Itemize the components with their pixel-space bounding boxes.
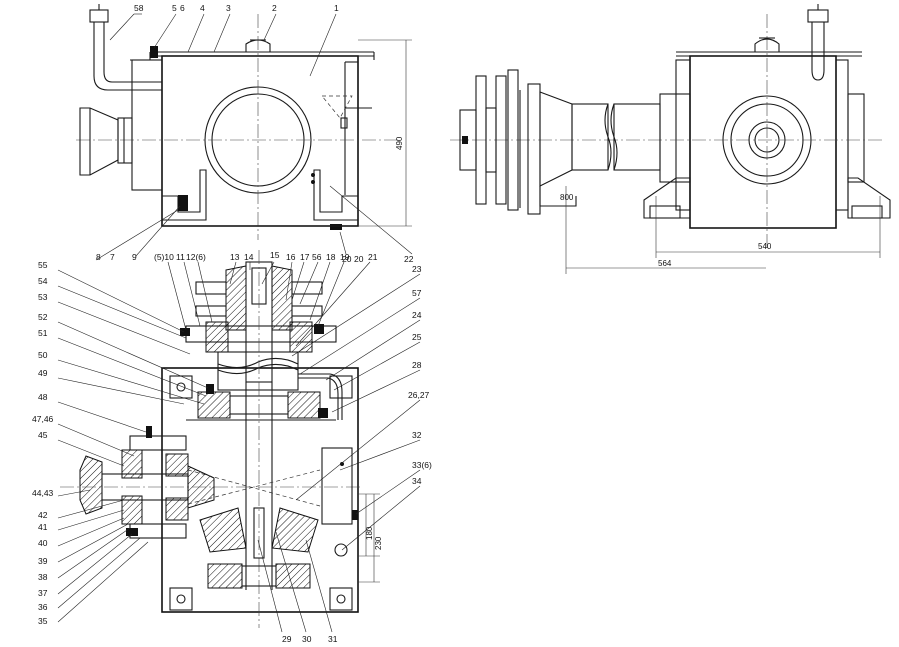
label-8: 8 [96, 252, 101, 262]
label-57: 57 [412, 288, 422, 298]
dim-564: 564 [658, 259, 672, 268]
label-16: 16 [286, 252, 296, 262]
label-58: 58 [134, 3, 144, 13]
label-7: 7 [110, 252, 115, 262]
label-49: 49 [38, 368, 48, 378]
label-23: 23 [412, 264, 422, 274]
dim-540: 540 [758, 242, 772, 251]
label-35: 35 [38, 616, 48, 626]
label-15: 15 [270, 250, 280, 260]
label-6: 6 [180, 3, 185, 13]
label-25: 25 [412, 332, 422, 342]
label-20b: 20 [354, 254, 364, 264]
label-40: 40 [38, 538, 48, 548]
label-56: 56 [312, 252, 322, 262]
section-view: 180 230 [32, 250, 432, 644]
dim-800: 800 [560, 193, 574, 202]
label-48: 48 [38, 392, 48, 402]
label-5: 5 [172, 3, 177, 13]
label-37: 37 [38, 588, 48, 598]
label-5-10: (5)10 [154, 252, 174, 262]
label-11: 11 [176, 252, 185, 262]
label-36: 36 [38, 602, 48, 612]
label-22: 22 [404, 254, 414, 264]
label-1: 1 [334, 3, 339, 13]
label-45: 45 [38, 430, 48, 440]
label-34: 34 [412, 476, 422, 486]
label-12-6: 12(6) [186, 252, 206, 262]
label-14: 14 [244, 252, 254, 262]
label-53: 53 [38, 292, 48, 302]
front-view: 490 58 5 6 4 3 2 1 8 7 9 20 22 [76, 3, 414, 264]
label-50: 50 [38, 350, 48, 360]
label-54: 54 [38, 276, 48, 286]
label-24: 24 [412, 310, 422, 320]
label-33-6: 33(6) [412, 460, 432, 470]
dim-180: 180 [365, 526, 374, 540]
label-51: 51 [38, 328, 48, 338]
label-47-46: 47,46 [32, 414, 54, 424]
label-52: 52 [38, 312, 48, 322]
label-17: 17 [300, 252, 310, 262]
label-4: 4 [200, 3, 205, 13]
label-13: 13 [230, 252, 240, 262]
label-38: 38 [38, 572, 48, 582]
label-2: 2 [272, 3, 277, 13]
label-30: 30 [302, 634, 312, 644]
side-view: 800 540 564 [450, 4, 891, 274]
label-44-43: 44,43 [32, 488, 54, 498]
label-29: 29 [282, 634, 292, 644]
dim-490: 490 [395, 136, 404, 150]
label-19: 19 [340, 252, 350, 262]
label-26-27: 26,27 [408, 390, 430, 400]
label-32: 32 [412, 430, 422, 440]
label-20: 20 [342, 254, 352, 264]
label-39: 39 [38, 556, 48, 566]
label-55: 55 [38, 260, 48, 270]
label-28: 28 [412, 360, 422, 370]
dim-230: 230 [374, 536, 383, 550]
label-31: 31 [328, 634, 338, 644]
label-41: 41 [38, 522, 48, 532]
label-9: 9 [132, 252, 137, 262]
label-18: 18 [326, 252, 336, 262]
label-42: 42 [38, 510, 48, 520]
label-3: 3 [226, 3, 231, 13]
label-21: 21 [368, 252, 378, 262]
